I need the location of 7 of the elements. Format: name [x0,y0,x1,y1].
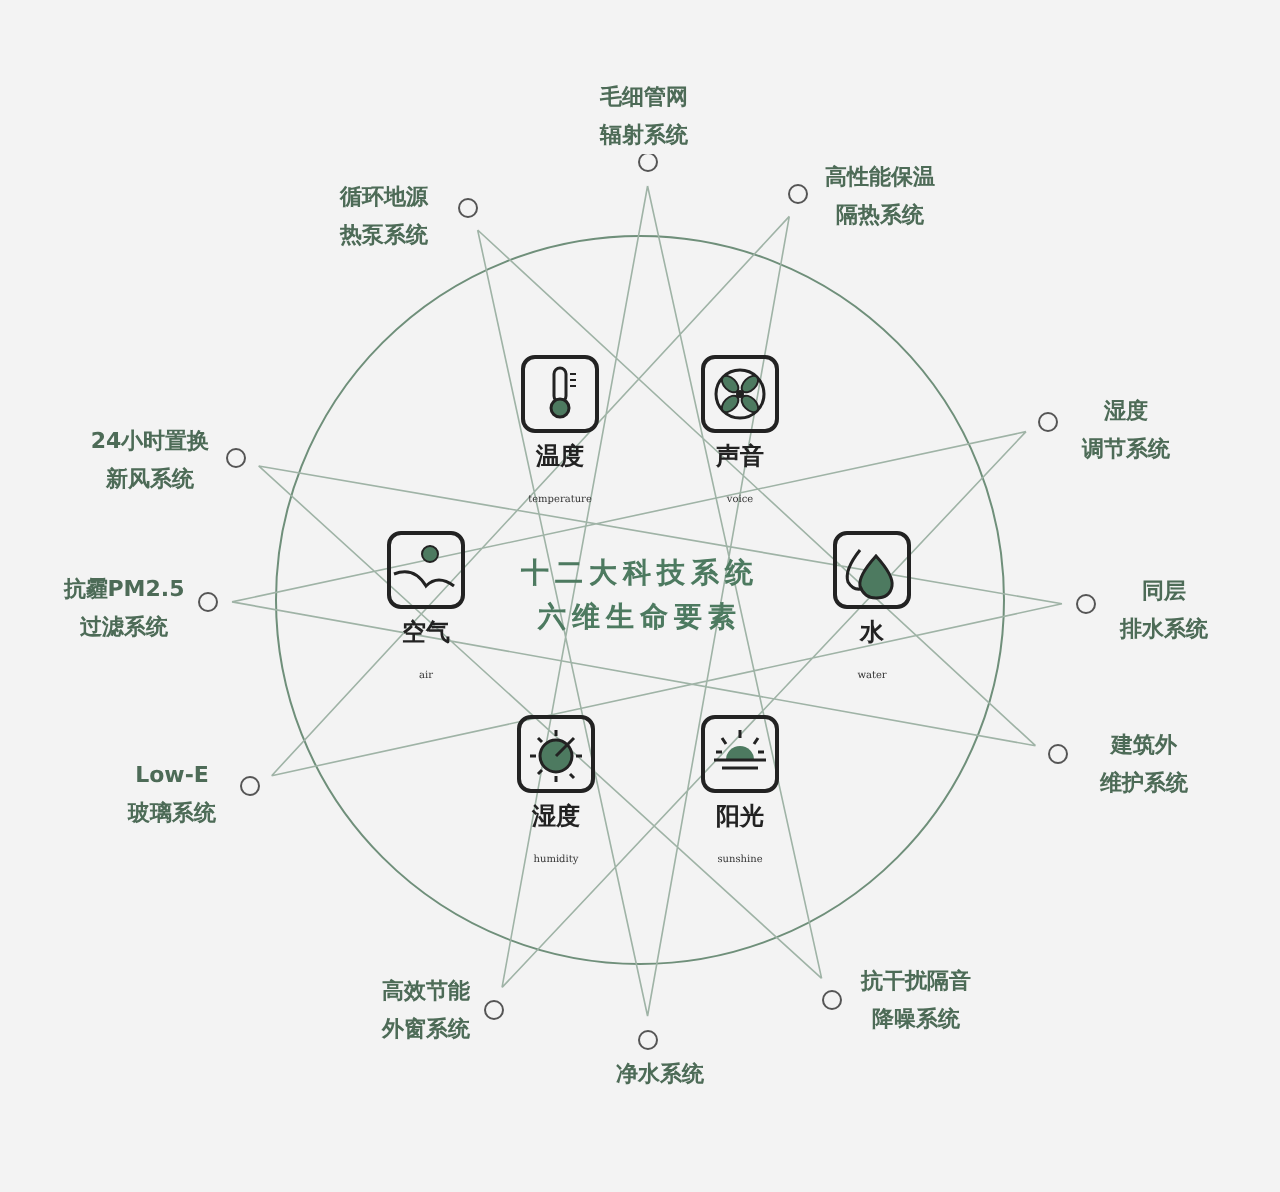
element-name: 声音 [716,442,764,472]
center-heading: 十二大科技系统六维生命要素 [521,556,759,638]
element-name: 空气 [402,618,450,648]
element-name: 阳光 [716,802,764,832]
element-name: 水 [860,618,884,648]
element-name: 湿度 [532,802,580,832]
element-name: 温度 [536,442,584,472]
